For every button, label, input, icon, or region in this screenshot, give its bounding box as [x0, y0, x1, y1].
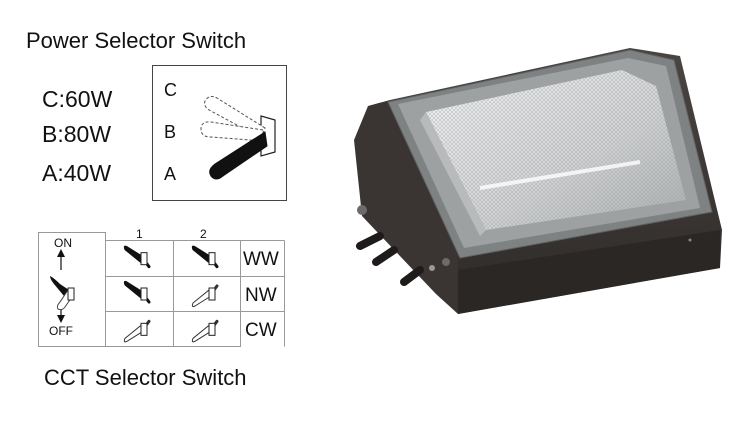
cct-row3-switch1 — [123, 319, 151, 343]
led-strip — [479, 160, 641, 190]
body-screw — [688, 238, 692, 242]
column-1-label: 1 — [136, 227, 143, 241]
lens-prism-texture — [426, 70, 686, 230]
switch-knob-1 — [356, 232, 384, 250]
mounting-screw-2 — [442, 258, 450, 266]
power-option-a: A:40W — [42, 160, 112, 186]
row-label-ww: WW — [243, 249, 279, 270]
power-selector-title: Power Selector Switch — [26, 28, 247, 53]
cct-table-grid — [38, 232, 285, 347]
on-label: ON — [54, 236, 72, 250]
lens-side-face — [420, 112, 486, 236]
position-a-label: A — [164, 164, 177, 184]
power-option-b: B:80W — [42, 121, 112, 147]
cct-switch-table: ON OFF 1 2 WW NW CW — [38, 227, 285, 347]
cct-switch-cells — [123, 245, 219, 343]
power-switch-diagram: C B A — [152, 65, 287, 201]
wall-pack-fixture-image — [354, 48, 722, 314]
switch-knob-2 — [372, 246, 398, 266]
cct-row3-switch2 — [191, 319, 219, 343]
mounting-screw — [357, 205, 367, 215]
indicator-dot — [429, 265, 435, 271]
fixture-side-panel — [354, 100, 458, 314]
switch-knob-3 — [400, 266, 424, 286]
column-2-label: 2 — [200, 227, 207, 241]
cct-row2-switch1 — [123, 280, 151, 304]
off-arrow-head — [57, 315, 65, 323]
lever-ghost-b — [200, 121, 264, 142]
cct-selector-title: CCT Selector Switch — [44, 365, 247, 390]
cct-row1-switch2 — [191, 245, 219, 269]
reference-base — [67, 287, 75, 301]
fixture-front-lip — [458, 230, 720, 314]
lever-ghost-c — [204, 96, 266, 139]
cct-row1-switch1 — [123, 245, 151, 269]
off-label: OFF — [49, 324, 73, 338]
row-label-nw: NW — [245, 285, 277, 306]
on-arrow-head — [57, 249, 65, 257]
row-label-cw: CW — [245, 320, 277, 341]
position-c-label: C — [164, 80, 177, 100]
power-switch-lever-drawing — [200, 96, 276, 180]
cct-row2-switch2 — [191, 284, 219, 308]
position-b-label: B — [164, 122, 177, 142]
lever-selected-a — [209, 131, 268, 180]
power-option-c: C:60W — [42, 86, 113, 112]
